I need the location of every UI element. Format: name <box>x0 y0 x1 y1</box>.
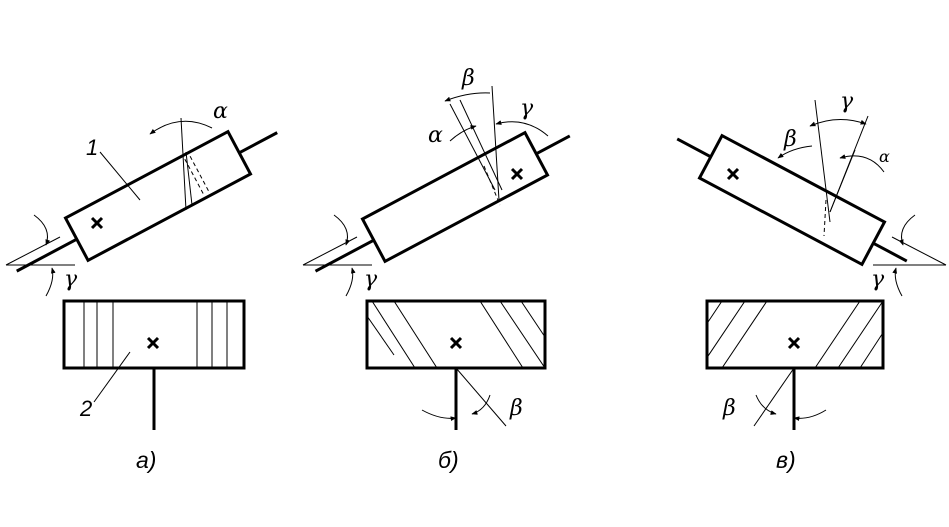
panel-a-leader-1 <box>99 151 141 201</box>
panel-b-gamma-arc-bottom <box>345 267 356 297</box>
panel-c-alpha-line <box>829 149 856 213</box>
panel-b-gamma-top-label: γ <box>520 96 534 121</box>
panel-a: γ α 1 2 а) <box>5 99 278 473</box>
panel-b-beta-arc-bottom-right <box>471 394 491 415</box>
panel-a-gamma-arc-top <box>33 214 51 246</box>
panel-a-axis-extension <box>5 236 61 266</box>
panel-c-caption: в) <box>776 447 796 473</box>
panel-b-shaft-right <box>535 134 571 156</box>
panel-a-gamma-label: γ <box>64 267 78 292</box>
panel-a-hatching <box>83 301 228 368</box>
panel-a-gamma-arc-bottom <box>45 267 56 297</box>
panel-c-hidden-line <box>823 199 827 237</box>
panel-a-section-center-mark <box>146 336 160 350</box>
panel-c-ref-line <box>814 99 831 223</box>
panel-a-section <box>62 299 246 370</box>
panel-b-alpha-line <box>459 99 503 191</box>
panel-c-beta-arc-bottom-right <box>793 409 827 422</box>
panel-a-alpha-line <box>185 151 193 206</box>
panel-b-caption: б) <box>438 447 459 473</box>
panel-b-ref-line <box>491 85 500 201</box>
panel-c-gamma-label: γ <box>871 267 885 292</box>
panel-c-axis-extension <box>891 236 947 266</box>
panel-b-workpiece <box>360 130 550 264</box>
panel-c-shaft-right <box>872 241 908 263</box>
panel-b-gamma-label: γ <box>364 267 378 292</box>
panel-b-top-view <box>314 130 571 273</box>
panel-b-alpha-label: α <box>428 123 443 148</box>
panel-b-beta-line-bottom <box>455 367 507 427</box>
panel-c-gamma-top-label: γ <box>840 89 854 114</box>
panel-b-axis-extension <box>302 236 358 266</box>
panel-c-gamma-arc-bottom <box>892 267 903 297</box>
panel-b-gamma-top-arc <box>495 120 549 137</box>
panel-b-beta-label: β <box>461 66 475 91</box>
panel-a-leader-1-label: 1 <box>86 135 98 160</box>
panel-a-alpha-ref <box>180 117 187 211</box>
panel-a-shaft-left <box>16 237 78 273</box>
panel-c-workpiece <box>697 133 887 267</box>
panel-c-top-view <box>676 133 908 267</box>
panel-b-alpha-arc <box>449 125 477 142</box>
panel-b-beta-bottom-label: β <box>509 396 523 421</box>
panel-c: γ γ β α β в) <box>676 89 947 473</box>
panel-c-beta-arc-bottom-left <box>755 394 777 415</box>
panel-c-beta-line-bottom <box>753 367 795 427</box>
panel-a-leader-2 <box>93 351 131 403</box>
panel-c-alpha-label: α <box>879 147 890 166</box>
panel-a-alpha-label: α <box>213 99 228 124</box>
panel-a-caption: а) <box>136 447 156 473</box>
panel-a-leader-2-label: 2 <box>79 396 92 421</box>
panel-a-shaft-right <box>238 131 278 155</box>
panel-c-section <box>705 299 885 370</box>
panel-b-center-mark <box>510 167 524 181</box>
panel-c-shaft-left <box>676 137 712 159</box>
panel-b: γ β α γ β б) <box>302 66 571 473</box>
panel-b-hatching <box>367 301 545 368</box>
panel-a-center-mark <box>90 216 104 230</box>
panel-a-workpiece <box>63 129 253 263</box>
panel-c-gamma-arc-top <box>898 214 916 246</box>
panel-c-beta-label: β <box>783 127 797 152</box>
panel-c-beta-arc <box>777 145 813 159</box>
panel-a-alpha-arc <box>149 120 213 135</box>
panel-b-shaft-left <box>314 238 375 273</box>
panel-a-top-view <box>16 129 278 273</box>
panel-c-beta-bottom-label: β <box>722 396 736 421</box>
panel-b-section-center-mark <box>449 336 463 350</box>
panel-c-center-mark <box>726 167 740 181</box>
panel-b-beta-line <box>449 103 496 191</box>
panel-c-hatching <box>707 301 883 368</box>
panel-b-beta-arc-bottom-left <box>421 409 457 422</box>
panel-b-beta-arc <box>444 92 491 102</box>
panel-c-gamma-top-arc <box>809 119 867 127</box>
panel-b-gamma-arc-top <box>333 214 351 246</box>
panel-c-section-center-mark <box>787 336 801 350</box>
panel-b-hidden-line <box>483 165 501 206</box>
panel-c-alpha-arc <box>839 154 885 173</box>
